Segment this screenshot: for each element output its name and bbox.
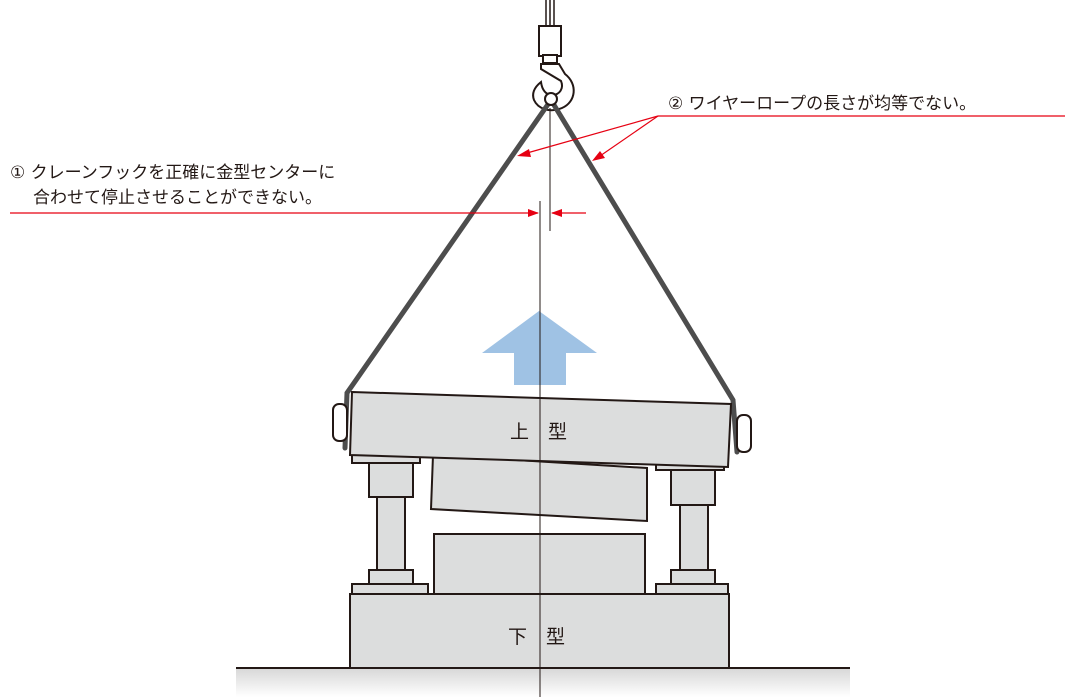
- right-lug-icon: [736, 414, 752, 453]
- left-lug-icon: [332, 403, 348, 442]
- crane-wire: [545, 0, 555, 28]
- lifting-lugs: [332, 403, 752, 453]
- crane-hook-icon: [532, 25, 575, 112]
- note-1-line-1: ① クレーンフックを正確に金型センターに: [10, 163, 335, 183]
- annotation-2-leader: [517, 115, 1065, 161]
- right-wire-rope: [548, 97, 740, 455]
- note-2: ② ワイヤーロープの長さが均等でない。: [668, 94, 976, 114]
- hook-ring: [544, 92, 558, 106]
- note-1-line-2: 合わせて停止させることができない。: [33, 188, 322, 208]
- upper-die-label: 上 型: [510, 421, 567, 443]
- ground-shadow: [236, 668, 850, 697]
- lower-die-label: 下 型: [508, 626, 565, 648]
- annotation-1-leader: [10, 209, 586, 217]
